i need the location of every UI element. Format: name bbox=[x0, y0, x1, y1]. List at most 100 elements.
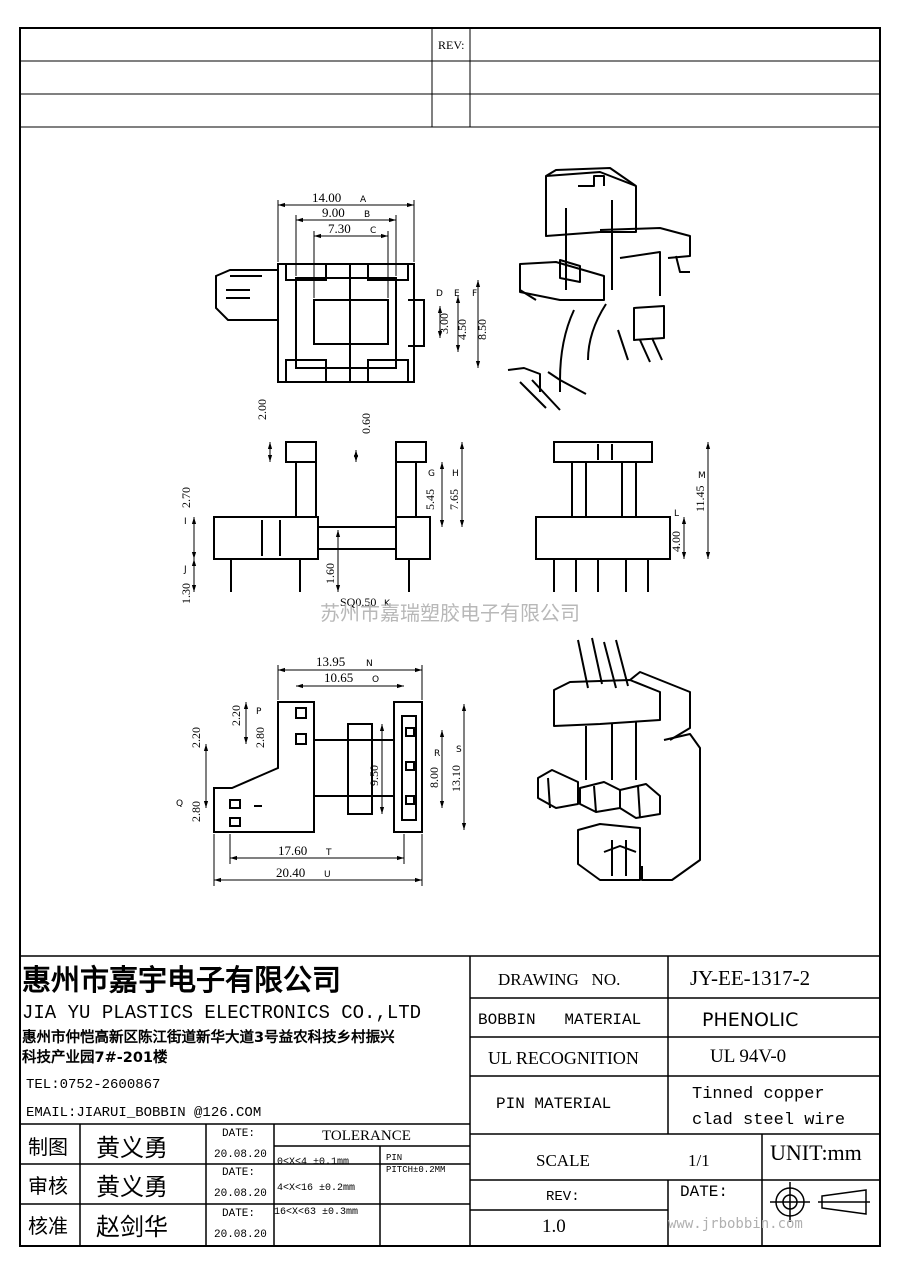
third-angle-projection-icon bbox=[770, 1182, 870, 1222]
tolerance-title: TOLERANCE bbox=[322, 1128, 411, 1144]
name-drawn: 黄义勇 bbox=[96, 1134, 168, 1162]
dim-4-00: 4.00 bbox=[669, 531, 683, 552]
pin-label-small: PIN bbox=[386, 1153, 402, 1163]
tolerance-row-3: 16<X<63 ±0.3mm bbox=[274, 1207, 358, 1218]
dim-13-95: 13.95 bbox=[316, 654, 345, 669]
unit-label: UNIT:mm bbox=[770, 1140, 862, 1165]
company-name-en: JIA YU PLASTICS ELECTRONICS CO.,LTD bbox=[22, 1002, 421, 1024]
dim-ref-r: R bbox=[434, 749, 440, 759]
dim-ref-s: S bbox=[456, 745, 462, 755]
tolerance-row-2: 4<X<16 ±0.2mm bbox=[277, 1183, 355, 1194]
dim-9-00: 9.00 bbox=[322, 205, 345, 220]
dim-7-30: 7.30 bbox=[328, 221, 351, 236]
dim-ref-a: A bbox=[360, 195, 367, 205]
rev-value: 1.0 bbox=[542, 1216, 566, 1237]
dim-5-45: 5.45 bbox=[423, 489, 437, 510]
dim-2-20-upper: 2.20 bbox=[229, 705, 243, 726]
role-drawn: 制图 bbox=[28, 1135, 68, 1159]
bobbin-material-value: PHENOLIC bbox=[702, 1009, 798, 1031]
dim-11-45: 11.45 bbox=[693, 485, 707, 512]
dim-ref-b: B bbox=[364, 210, 370, 220]
role-checked: 审核 bbox=[28, 1174, 68, 1198]
address-line-2: 科技产业园7#-201楼 bbox=[22, 1048, 168, 1066]
dim-ref-e: E bbox=[454, 289, 460, 299]
dim-1-60: 1.60 bbox=[323, 563, 337, 584]
pin-material-value-2: clad steel wire bbox=[692, 1111, 845, 1130]
side-view bbox=[535, 441, 671, 592]
dim-ref-j: J bbox=[183, 565, 187, 575]
dim-ref-l: L bbox=[674, 509, 679, 519]
date-label-approved: DATE: bbox=[222, 1208, 255, 1220]
company-name-cn: 惠州市嘉宇电子有限公司 bbox=[22, 963, 341, 997]
dim-ref-m: M bbox=[698, 471, 706, 481]
drawing-no-value: JY-EE-1317-2 bbox=[690, 966, 810, 990]
dim-8-50: 8.50 bbox=[475, 319, 489, 340]
bottom-view-dim-lines bbox=[203, 665, 467, 886]
dim-4-50: 4.50 bbox=[455, 319, 469, 340]
side-view-dim-lines bbox=[681, 442, 711, 559]
ul-recognition-value: UL 94V-0 bbox=[710, 1046, 786, 1067]
sheet-border bbox=[19, 27, 881, 1247]
title-block-grid bbox=[20, 955, 880, 1246]
date-checked: 20.08.20 bbox=[214, 1188, 267, 1200]
dim-ref-t: T bbox=[325, 848, 332, 858]
dim-2-70: 2.70 bbox=[179, 487, 193, 508]
date-label-drawn: DATE: bbox=[222, 1128, 255, 1140]
date-approved: 20.08.20 bbox=[214, 1229, 267, 1241]
pin-material-label: PIN MATERIAL bbox=[496, 1095, 611, 1113]
dim-14-00: 14.00 bbox=[312, 190, 341, 205]
top-view-dim-lines bbox=[277, 200, 481, 368]
dim-ref-h: H bbox=[452, 469, 459, 479]
dim-8-00: 8.00 bbox=[427, 767, 441, 788]
dim-1-30: 1.30 bbox=[179, 583, 193, 604]
website-watermark: www.jrbobbin.com bbox=[668, 1216, 803, 1232]
role-approved: 核准 bbox=[28, 1214, 68, 1238]
drawing-no-label: DRAWING NO. bbox=[498, 970, 620, 989]
dim-13-10: 13.10 bbox=[449, 765, 463, 792]
telephone: TEL:0752-2600867 bbox=[26, 1077, 160, 1093]
dim-ref-c: C bbox=[370, 226, 376, 236]
dim-ref-k: K bbox=[384, 599, 391, 609]
dim-3-00: 3.00 bbox=[437, 313, 451, 334]
top-view bbox=[215, 263, 425, 383]
dim-ref-o: O bbox=[372, 675, 379, 685]
address-line-1: 惠州市仲恺高新区陈江街道新华大道3号益农科技乡村振兴 bbox=[22, 1028, 395, 1046]
company-watermark: 苏州市嘉瑞塑胶电子有限公司 bbox=[320, 601, 580, 625]
pin-material-value-1: Tinned copper bbox=[692, 1085, 825, 1104]
dim-ref-i: I bbox=[184, 517, 187, 527]
dim-2-20-lower: 2.20 bbox=[189, 727, 203, 748]
dim-0-60: 0.60 bbox=[359, 413, 373, 434]
dim-7-65: 7.65 bbox=[447, 489, 461, 510]
dim-20-40: 20.40 bbox=[276, 865, 305, 880]
tolerance-row-1: 0<X<4 ±0.1mm bbox=[277, 1157, 349, 1168]
email: EMAIL:JIARUI_BOBBIN @126.COM bbox=[26, 1105, 261, 1121]
dim-10-65: 10.65 bbox=[324, 670, 353, 685]
date-drawn: 20.08.20 bbox=[214, 1149, 267, 1161]
dim-2-00: 2.00 bbox=[255, 399, 269, 420]
scale-value: 1/1 bbox=[688, 1151, 710, 1170]
pin-pitch: PITCH±0.2MM bbox=[386, 1165, 445, 1175]
dim-ref-d: D bbox=[436, 289, 443, 299]
date-label-checked: DATE: bbox=[222, 1167, 255, 1179]
revision-label: REV: bbox=[438, 38, 464, 52]
ul-recognition-label: UL RECOGNITION bbox=[488, 1048, 639, 1068]
rev-label: REV: bbox=[546, 1189, 580, 1205]
dim-ref-n: N bbox=[366, 659, 373, 669]
front-view-dim-lines bbox=[191, 442, 465, 592]
isometric-view-top bbox=[507, 167, 691, 411]
scale-label: SCALE bbox=[536, 1151, 590, 1170]
dim-ref-u: U bbox=[324, 870, 331, 880]
isometric-view-bottom bbox=[537, 637, 701, 881]
front-view bbox=[213, 441, 431, 592]
name-approved: 赵剑华 bbox=[96, 1213, 168, 1241]
bottom-view bbox=[213, 701, 423, 833]
dim-ref-f: F bbox=[472, 289, 477, 299]
dim-ref-q: Q bbox=[176, 799, 183, 809]
dim-2-80-upper: 2.80 bbox=[253, 727, 267, 748]
bobbin-material-label: BOBBIN MATERIAL bbox=[478, 1011, 641, 1029]
dim-17-60: 17.60 bbox=[278, 843, 307, 858]
dim-9-50: 9.50 bbox=[367, 765, 381, 786]
dim-2-80-lower: 2.80 bbox=[189, 801, 203, 822]
revision-table bbox=[20, 28, 880, 128]
